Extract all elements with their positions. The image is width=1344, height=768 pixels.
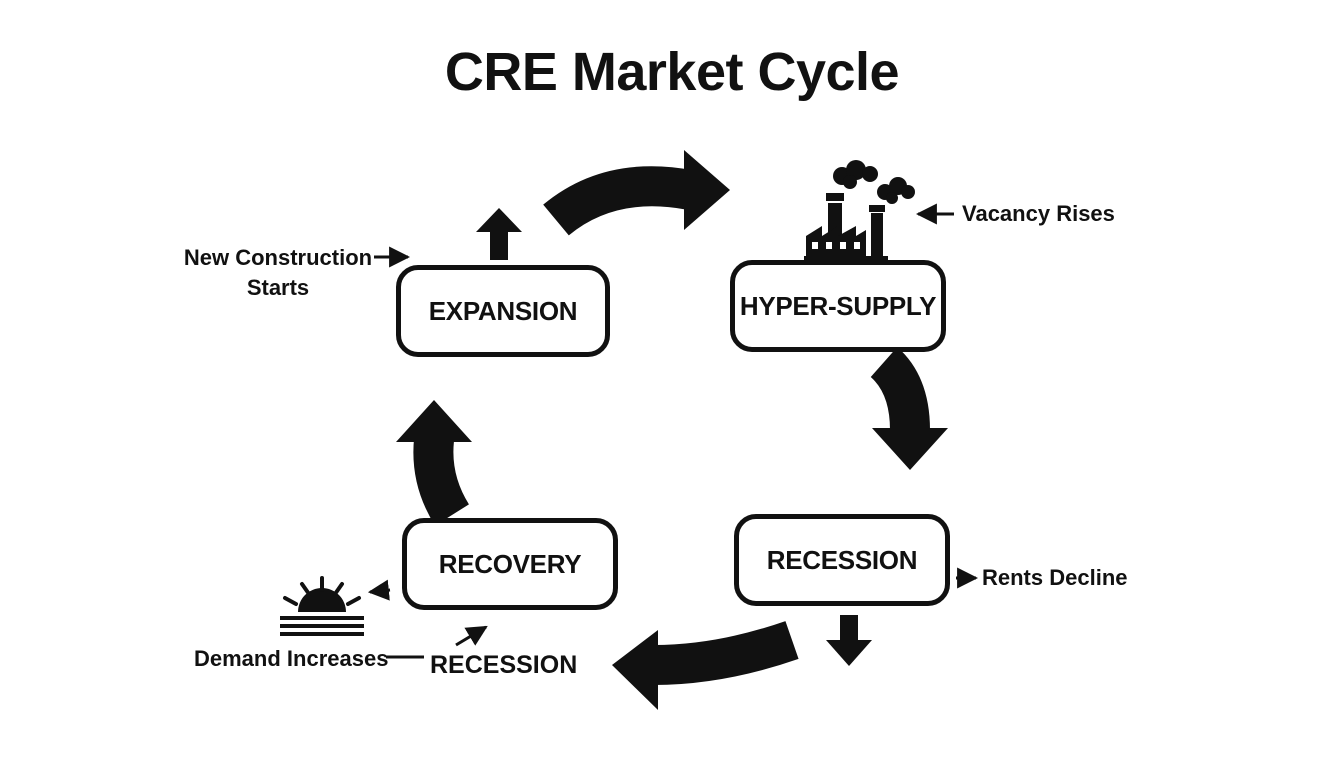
diagram-title: CRE Market Cycle (444, 42, 900, 102)
cycle-arrow-hyper-supply-to-recession (869, 347, 948, 470)
annotation-new-construction-line2: Starts (246, 275, 310, 300)
phase-recession-label: RECESSION (766, 544, 918, 575)
annotation-new-construction-line1: New Construction (183, 245, 373, 270)
annotation-recession-label: RECESSION (430, 651, 578, 679)
annotation-new-construction: New Construction Starts (180, 243, 376, 303)
phase-expansion-label: EXPANSION (428, 295, 578, 326)
annotation-demand-increases: Demand Increases (194, 646, 389, 671)
phase-recession: RECESSION (734, 514, 950, 606)
up-arrow-icon (476, 208, 522, 260)
phase-hyper-supply: HYPER-SUPPLY (730, 260, 946, 352)
phase-expansion: EXPANSION (396, 265, 610, 357)
phase-recovery: RECOVERY (402, 518, 618, 610)
annotation-rents-decline: Rents Decline (982, 565, 1128, 590)
pointer-arrow-recession-label (455, 625, 488, 647)
cycle-arrow-recovery-to-expansion (396, 400, 472, 526)
factory-icon (804, 160, 915, 260)
down-arrow-icon (826, 615, 872, 666)
cycle-arrow-expansion-to-hyper-supply (543, 150, 730, 236)
annotation-vacancy-rises: Vacancy Rises (962, 201, 1115, 226)
pointer-arrow-sunrise (367, 579, 391, 601)
phase-recovery-label: RECOVERY (438, 548, 582, 579)
cycle-arrow-recession-to-recovery (612, 621, 799, 710)
sunrise-icon (280, 576, 364, 636)
phase-hyper-supply-label: HYPER-SUPPLY (739, 290, 937, 321)
